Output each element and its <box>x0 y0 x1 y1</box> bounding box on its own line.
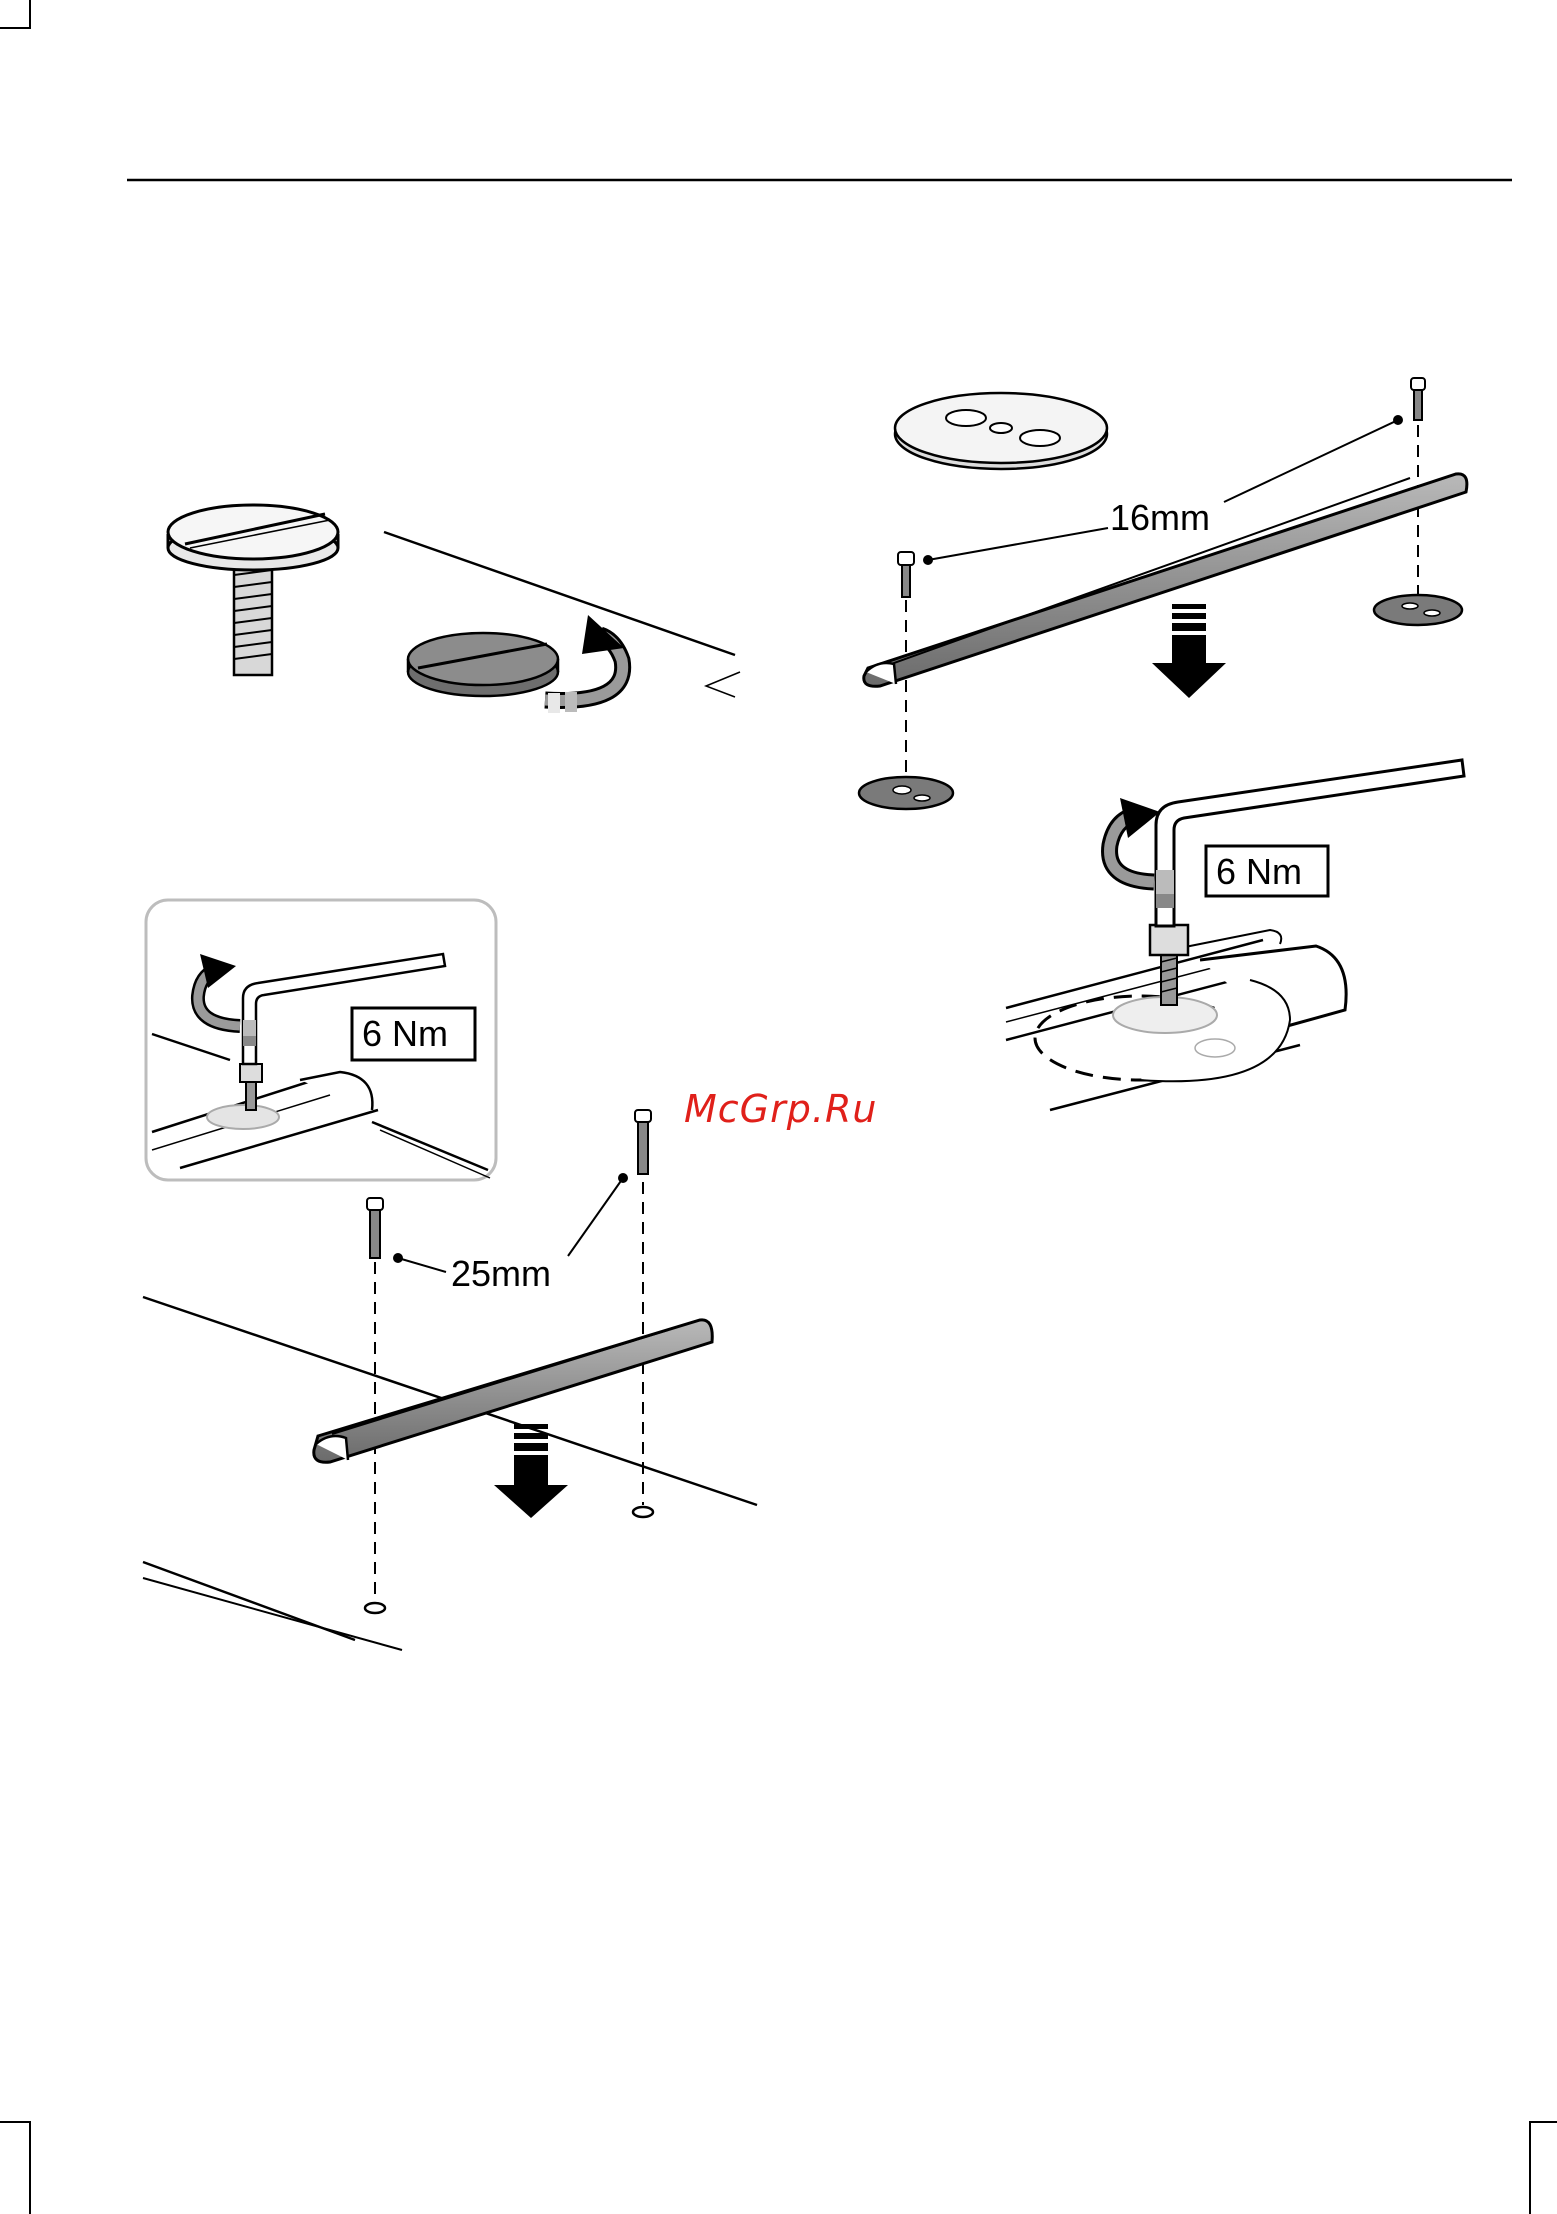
bolt-25mm-label: 25mm <box>451 1253 551 1294</box>
bolt-icon <box>1411 378 1425 420</box>
step-remove-cap <box>168 505 740 713</box>
cover-plate-icon <box>895 393 1107 469</box>
corner-crop-mark-icon <box>0 2122 30 2214</box>
bolt-16mm-label: 16mm <box>1110 497 1210 538</box>
roof-rail-icon <box>314 1320 712 1462</box>
corner-crop-mark-icon <box>1530 2122 1557 2214</box>
torque-top-label: 6 Nm <box>1216 851 1302 892</box>
corner-crop-mark-icon <box>0 0 30 28</box>
down-arrow-icon <box>1152 604 1226 698</box>
bolt-icon <box>898 552 914 597</box>
washer-icon <box>859 777 953 809</box>
allen-key-icon <box>1156 760 1464 926</box>
bolt-icon <box>635 1110 651 1174</box>
washer-icon <box>1374 595 1462 625</box>
bolt-icon <box>367 1198 383 1258</box>
torque-inset-label: 6 Nm <box>362 1013 448 1054</box>
watermark: McGrp.Ru <box>684 1087 877 1131</box>
step-torque-inset: 6 Nm <box>146 900 496 1180</box>
rotate-arrow-icon <box>1110 798 1160 882</box>
step-torque-top: 6 Nm <box>1006 760 1464 1110</box>
step-fit-rail-25mm: 25mm <box>143 1110 757 1650</box>
step-fit-rail-16mm: 16mm <box>859 378 1467 809</box>
cover-cap-icon <box>408 633 558 696</box>
thumb-screw-icon <box>168 505 338 675</box>
